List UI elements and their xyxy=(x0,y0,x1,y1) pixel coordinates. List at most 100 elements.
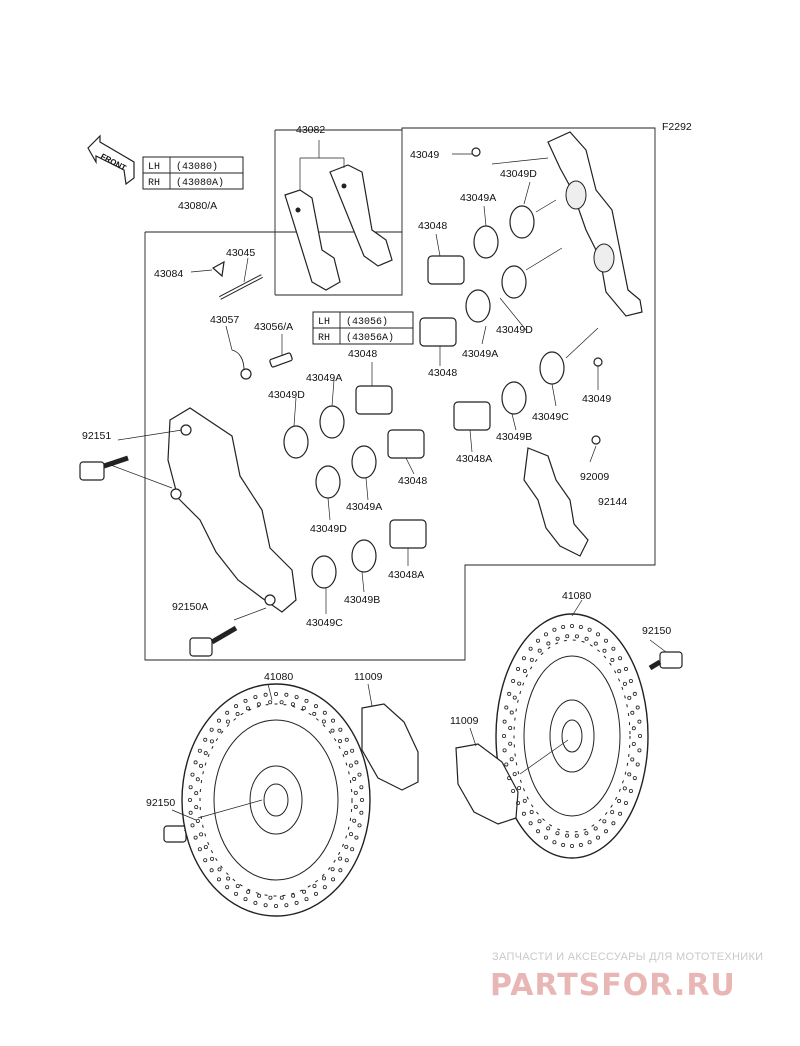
vent-hole xyxy=(604,638,609,643)
vent-hole xyxy=(638,734,643,739)
vent-hole xyxy=(284,903,289,908)
vent-hole xyxy=(188,785,193,790)
vent-hole xyxy=(209,739,214,744)
vent-hole xyxy=(635,762,640,767)
seals-and-pistons xyxy=(283,147,603,589)
label-43084: 43084 xyxy=(154,268,183,280)
front-arrow-icon: FRONT xyxy=(87,134,135,186)
vent-hole xyxy=(253,900,258,905)
vent-hole xyxy=(512,695,517,700)
vent-hole xyxy=(632,776,637,781)
vent-hole xyxy=(537,648,542,653)
vent-hole xyxy=(322,876,327,881)
label-43056a: 43056/A xyxy=(254,321,293,333)
vent-hole xyxy=(565,634,570,639)
label-43049c-1: 43049C xyxy=(532,411,569,423)
label-11009-left: 11009 xyxy=(354,671,383,683)
vent-hole xyxy=(610,810,615,815)
vent-hole xyxy=(584,636,589,641)
vent-hole xyxy=(631,726,636,731)
vent-hole xyxy=(543,835,548,840)
vent-hole xyxy=(596,835,601,840)
label-43048a-2: 43048A xyxy=(388,569,424,581)
valve-rh-side: RH xyxy=(318,333,330,344)
vent-hole xyxy=(194,805,199,810)
vent-hole xyxy=(352,777,357,782)
vent-hole xyxy=(312,883,317,888)
label-43048-3: 43048 xyxy=(428,367,457,379)
bleed-valve xyxy=(231,349,293,380)
label-41080-right: 41080 xyxy=(562,590,591,602)
vent-hole xyxy=(618,811,623,816)
vent-hole xyxy=(302,889,307,894)
vent-hole xyxy=(321,719,326,724)
vent-hole xyxy=(359,798,364,803)
left-brake-disc xyxy=(181,683,371,917)
vent-hole xyxy=(350,748,355,753)
vent-hole xyxy=(263,903,268,908)
vent-hole xyxy=(331,718,336,723)
vent-hole xyxy=(338,856,343,861)
vent-hole xyxy=(294,900,299,905)
vent-hole xyxy=(623,800,628,805)
vent-hole xyxy=(279,895,284,900)
vent-hole xyxy=(348,832,353,837)
label-92144: 92144 xyxy=(598,496,627,508)
vent-hole xyxy=(357,823,362,828)
vent-hole xyxy=(263,692,268,697)
vent-hole xyxy=(203,858,208,863)
vent-hole xyxy=(194,791,199,796)
pad-pin xyxy=(219,274,263,300)
vent-hole xyxy=(209,868,214,873)
label-11009-right: 11009 xyxy=(450,715,479,727)
figure-code: F2292 xyxy=(662,121,692,133)
vent-hole xyxy=(602,648,607,653)
vent-hole xyxy=(268,700,273,705)
vent-hole xyxy=(268,895,273,900)
label-43049d-2: 43049D xyxy=(496,324,533,336)
vent-hole xyxy=(352,818,357,823)
vent-hole xyxy=(353,804,358,809)
disc-vent-holes xyxy=(187,692,364,909)
vent-hole xyxy=(273,904,278,909)
valve-lh-side: LH xyxy=(318,317,330,328)
vent-hole xyxy=(578,843,583,848)
part-labels: 43082 43080/A 43049 43049D 43049A 43048 … xyxy=(82,124,671,809)
vent-hole xyxy=(199,763,204,768)
vent-hole xyxy=(304,698,309,703)
vent-hole xyxy=(511,679,516,684)
vent-hole xyxy=(234,704,239,709)
vent-hole xyxy=(628,679,633,684)
vent-hole xyxy=(536,829,541,834)
label-43049a-1: 43049A xyxy=(460,192,496,204)
vent-hole xyxy=(511,789,516,794)
vent-hole xyxy=(516,667,521,672)
vent-hole xyxy=(203,751,208,756)
vent-hole xyxy=(631,741,636,746)
vent-hole xyxy=(617,669,622,674)
label-43049-top: 43049 xyxy=(410,149,439,161)
vent-hole xyxy=(504,762,509,767)
vent-hole xyxy=(344,858,349,863)
vent-hole xyxy=(546,826,551,831)
vent-hole xyxy=(617,799,622,804)
vent-hole xyxy=(338,727,343,732)
vent-hole xyxy=(570,624,575,629)
vent-hole xyxy=(190,823,195,828)
vent-hole xyxy=(354,760,359,765)
vent-hole xyxy=(188,810,193,815)
vent-hole xyxy=(357,772,362,777)
vent-hole xyxy=(253,695,258,700)
vent-hole xyxy=(217,728,222,733)
right-caliper-half xyxy=(547,131,643,317)
vent-hole xyxy=(555,636,560,641)
vent-hole xyxy=(279,700,284,705)
vent-hole xyxy=(637,719,642,724)
label-92009: 92009 xyxy=(580,471,609,483)
label-92150-right: 92150 xyxy=(642,625,671,637)
vent-hole xyxy=(552,627,557,632)
vent-hole xyxy=(593,826,598,831)
vent-hole xyxy=(561,624,566,629)
label-43080a: 43080/A xyxy=(178,200,217,212)
vent-hole xyxy=(344,750,349,755)
